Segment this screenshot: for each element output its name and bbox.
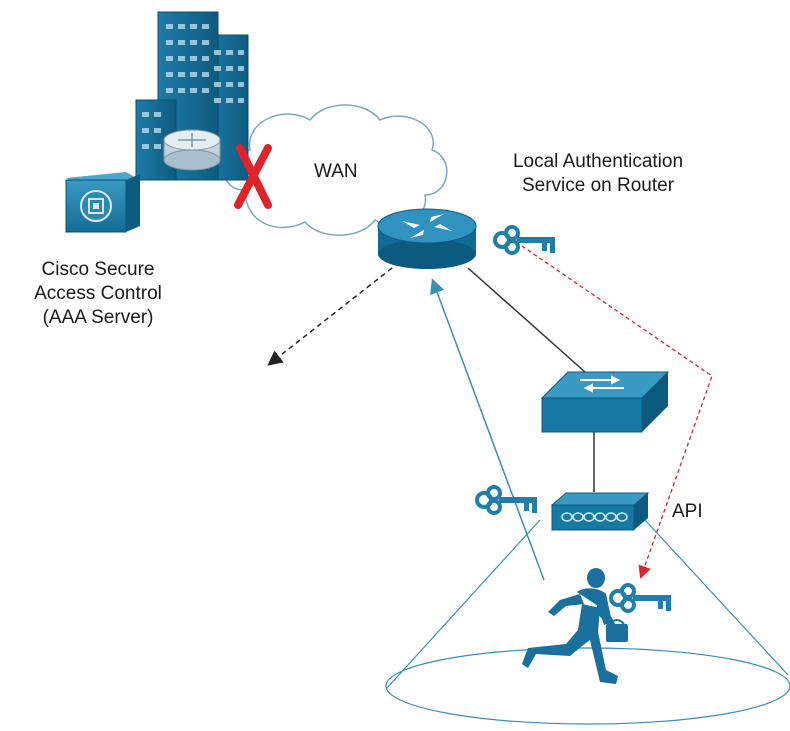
ap-key-icon [475,485,539,515]
branch-router-icon [163,129,221,171]
router-switch-link [467,267,586,373]
api-label: API [672,501,703,522]
acs-label: Cisco Secure Access Control (AAA Server) [6,258,190,330]
local-auth-label: Local Authentication Service on Router [478,150,718,198]
acs-label-line3: (AAA Server) [42,307,154,328]
router-key-icon [493,225,557,255]
wan-label: WAN [314,161,358,182]
redirect-arrow [267,267,393,366]
association-arrow [430,278,545,581]
user-key-icon [609,583,673,613]
local-auth-label-line2: Service on Router [521,175,675,196]
cloud-icon [224,104,448,236]
local-auth-label-line1: Local Authentication [512,151,684,172]
router-icon [377,208,477,269]
user-running-icon [522,568,628,684]
wireless-coverage-area [385,519,790,725]
acs-label-line2: Access Control [34,283,162,304]
switch-icon [540,371,670,433]
acs-label-line1: Cisco Secure [41,259,155,280]
fail-x-icon [234,144,272,209]
aaa-server-icon [65,172,140,233]
access-point-icon [550,492,650,531]
